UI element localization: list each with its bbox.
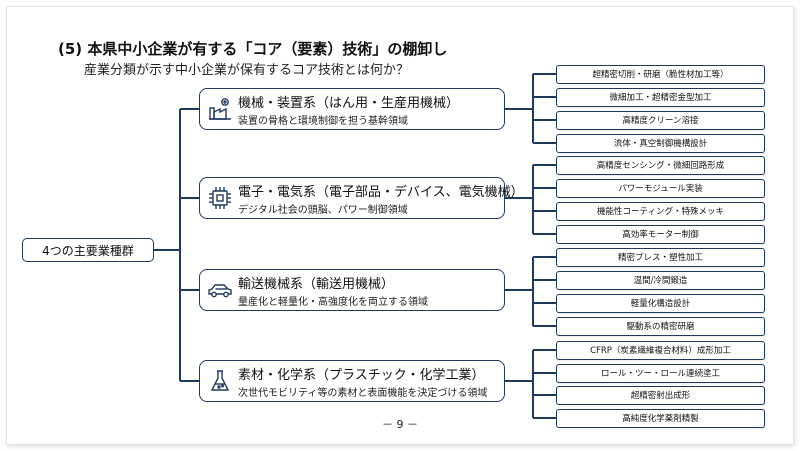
chip-icon bbox=[206, 184, 234, 212]
tech-node: 高純度化学薬剤精製 bbox=[556, 408, 765, 428]
root-node: 4つの主要業種群 bbox=[22, 238, 154, 262]
tech-node: 温間/冷間鍛造 bbox=[556, 270, 765, 290]
category-node-materials: 素材・化学系（プラスチック・化学工業） 次世代モビリティ等の素材と表面機能を決定… bbox=[199, 360, 505, 402]
flask-icon bbox=[206, 367, 234, 395]
category-title: 電子・電気系（電子部品・デバイス、電気機械） bbox=[238, 185, 524, 200]
tech-node: 駆動系の精密研磨 bbox=[556, 316, 765, 336]
tech-node: 超精密切削・研磨（脆性材加工等） bbox=[556, 64, 765, 84]
category-node-electronics: 電子・電気系（電子部品・デバイス、電気機械） デジタル社会の頭脳、パワー制御領域 bbox=[199, 177, 524, 219]
category-node-machinery: 機械・装置系（はん用・生産用機械） 装置の骨格と環境制御を担う基幹領域 bbox=[199, 88, 505, 130]
tech-node: 高精度センシング・微細回路形成 bbox=[556, 155, 765, 175]
slide-subtitle: 産業分類が示す中小企業が保有するコア技術とは何か？ bbox=[84, 63, 410, 78]
tech-node: 微細加工・超精密金型加工 bbox=[556, 87, 765, 107]
tech-node: 超精密射出成形 bbox=[556, 385, 765, 405]
category-description: 装置の骨格と環境制御を担う基幹領域 bbox=[238, 116, 408, 127]
tech-node: 精密プレス・塑性加工 bbox=[556, 247, 765, 267]
tech-node: CFRP（炭素繊維複合材料）成形加工 bbox=[556, 340, 765, 360]
category-title: 素材・化学系（プラスチック・化学工業） bbox=[238, 368, 485, 383]
tech-node: 流体・真空制御機構設計 bbox=[556, 133, 765, 153]
category-title: 輸送機械系（輸送用機械） bbox=[238, 277, 395, 292]
page-number: － 9 － bbox=[382, 418, 418, 431]
car-icon bbox=[206, 276, 234, 304]
category-description: 次世代モビリティ等の素材と表面機能を決定づける領域 bbox=[238, 388, 488, 399]
tech-node: 機能性コーティング・特殊メッキ bbox=[556, 201, 765, 221]
tech-node: パワーモジュール実装 bbox=[556, 178, 765, 198]
factory-icon bbox=[206, 95, 234, 123]
category-title: 機械・装置系（はん用・生産用機械） bbox=[238, 96, 460, 111]
category-node-transport: 輸送機械系（輸送用機械） 量産化と軽量化・高強度化を両立する領域 bbox=[199, 269, 505, 311]
tech-node: 軽量化構造設計 bbox=[556, 293, 765, 313]
category-description: デジタル社会の頭脳、パワー制御領域 bbox=[238, 205, 408, 216]
tech-node: 高精度クリーン溶接 bbox=[556, 110, 765, 130]
slide-title: (5) 本県中小企業が有する「コア（要素）技術」の棚卸し bbox=[58, 40, 448, 58]
tech-node: ロール・ツー・ロール連続塗工 bbox=[556, 363, 765, 383]
tech-node: 高効率モーター制御 bbox=[556, 224, 765, 244]
category-description: 量産化と軽量化・高強度化を両立する領域 bbox=[238, 297, 428, 308]
